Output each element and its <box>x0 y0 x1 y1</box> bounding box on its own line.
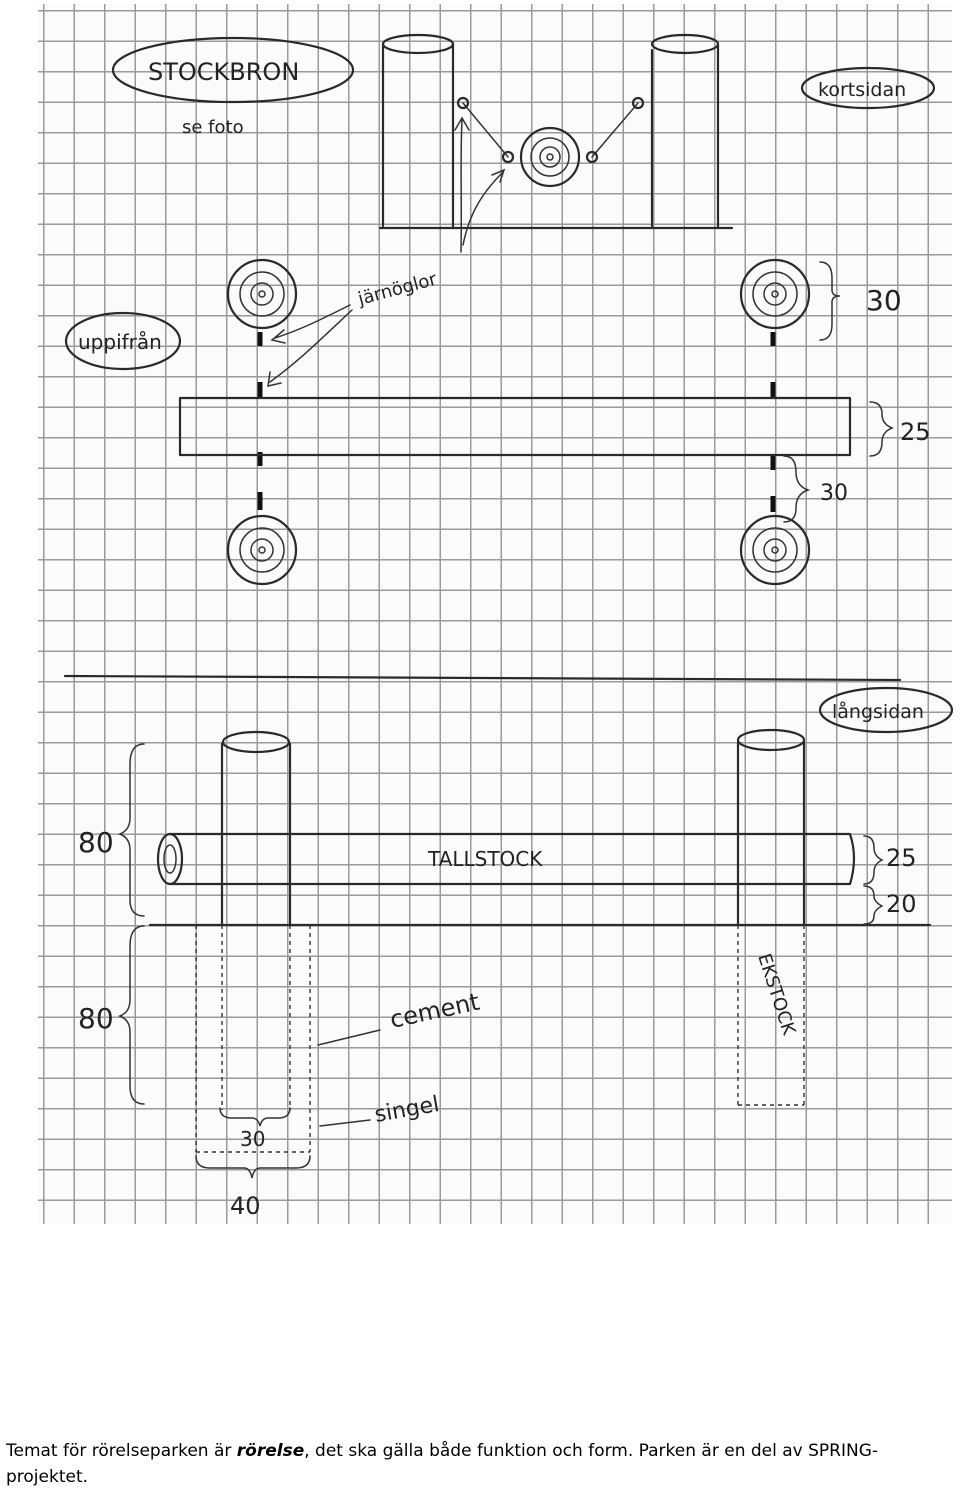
from-above-post-bottom-left <box>226 514 298 586</box>
long-side-post-right-top <box>736 728 806 752</box>
short-side-chain <box>462 102 639 158</box>
underground-post-right <box>737 925 805 1106</box>
dim-30-mid: 30 <box>820 481 848 506</box>
short-side-post-right <box>378 42 734 230</box>
dim-brace-30-mid <box>783 455 811 523</box>
label-iron-rings: järnöglor <box>355 269 440 311</box>
dim-25-side: 25 <box>886 844 917 872</box>
iron-ring-2 <box>501 150 515 164</box>
underground-post-left <box>195 925 311 1153</box>
dim-80-lower: 80 <box>78 1002 114 1035</box>
caption-text: Temat för rörelseparken är rörelse, det … <box>6 1438 936 1490</box>
sketch-subtitle: se foto <box>182 117 244 138</box>
dim-brace-25-side <box>863 835 884 885</box>
from-above-bubble <box>64 311 182 371</box>
dim-brace-30-top <box>819 261 841 341</box>
cement-leader <box>317 1029 381 1046</box>
pine-log-end <box>156 832 184 886</box>
label-pine-log: TALLSTOCK <box>427 847 543 871</box>
view-label-long-side: långsidan <box>832 700 924 723</box>
dim-brace-40-bottom <box>195 1155 311 1179</box>
from-above-post-top-right <box>739 258 811 330</box>
dim-brace-80-lower <box>117 925 145 1105</box>
dim-25-top: 25 <box>900 418 931 446</box>
view-label-from-above: uppifrån <box>78 330 162 354</box>
gravel-leader <box>319 1119 371 1127</box>
dim-40-bottom: 40 <box>230 1192 261 1220</box>
bridge-sketch: STOCKBRON se foto kortsidan järnöglor up… <box>63 33 954 1220</box>
caption-part-2: , det ska gälla både funktion och form. … <box>6 1441 879 1487</box>
label-cement: cement <box>387 988 482 1034</box>
section-separator-line <box>63 674 902 682</box>
dim-30-bottom: 30 <box>240 1127 265 1151</box>
long-side-bubble <box>818 686 954 734</box>
short-side-post-right-top <box>650 33 720 55</box>
dim-brace-20-side <box>863 885 884 925</box>
title-bubble <box>111 36 355 104</box>
pine-log <box>168 832 856 886</box>
short-side-log-end <box>519 126 581 188</box>
dim-brace-30-bottom <box>219 1107 291 1127</box>
long-side-post-left-top <box>221 730 291 754</box>
dim-brace-25-top <box>869 401 895 457</box>
iron-ring-4 <box>631 96 645 110</box>
short-side-bubble <box>800 66 936 110</box>
from-above-post-bottom-right <box>739 514 811 586</box>
label-oak-log: EKSTOCK <box>753 951 799 1039</box>
dim-80-upper: 80 <box>78 826 114 859</box>
label-gravel: singel <box>373 1092 441 1128</box>
iron-ring-3 <box>585 150 599 164</box>
iron-ring-1 <box>456 96 470 110</box>
dim-20-side: 20 <box>886 890 917 918</box>
view-label-short-side: kortsidan <box>818 79 906 101</box>
from-above-plank <box>178 396 852 457</box>
caption-emphasis: rörelse <box>236 1441 305 1461</box>
grid-paper-sheet <box>38 4 952 1224</box>
short-side-post-left <box>381 42 455 230</box>
from-above-post-top-left <box>226 258 298 330</box>
dim-30-top: 30 <box>866 284 902 317</box>
ring-label-arrows <box>267 116 506 387</box>
dim-brace-80-upper <box>117 743 145 917</box>
short-side-post-left-top <box>381 33 455 55</box>
sketch-title: STOCKBRON <box>148 58 299 86</box>
caption-part-1: Temat för rörelseparken är <box>6 1441 237 1461</box>
